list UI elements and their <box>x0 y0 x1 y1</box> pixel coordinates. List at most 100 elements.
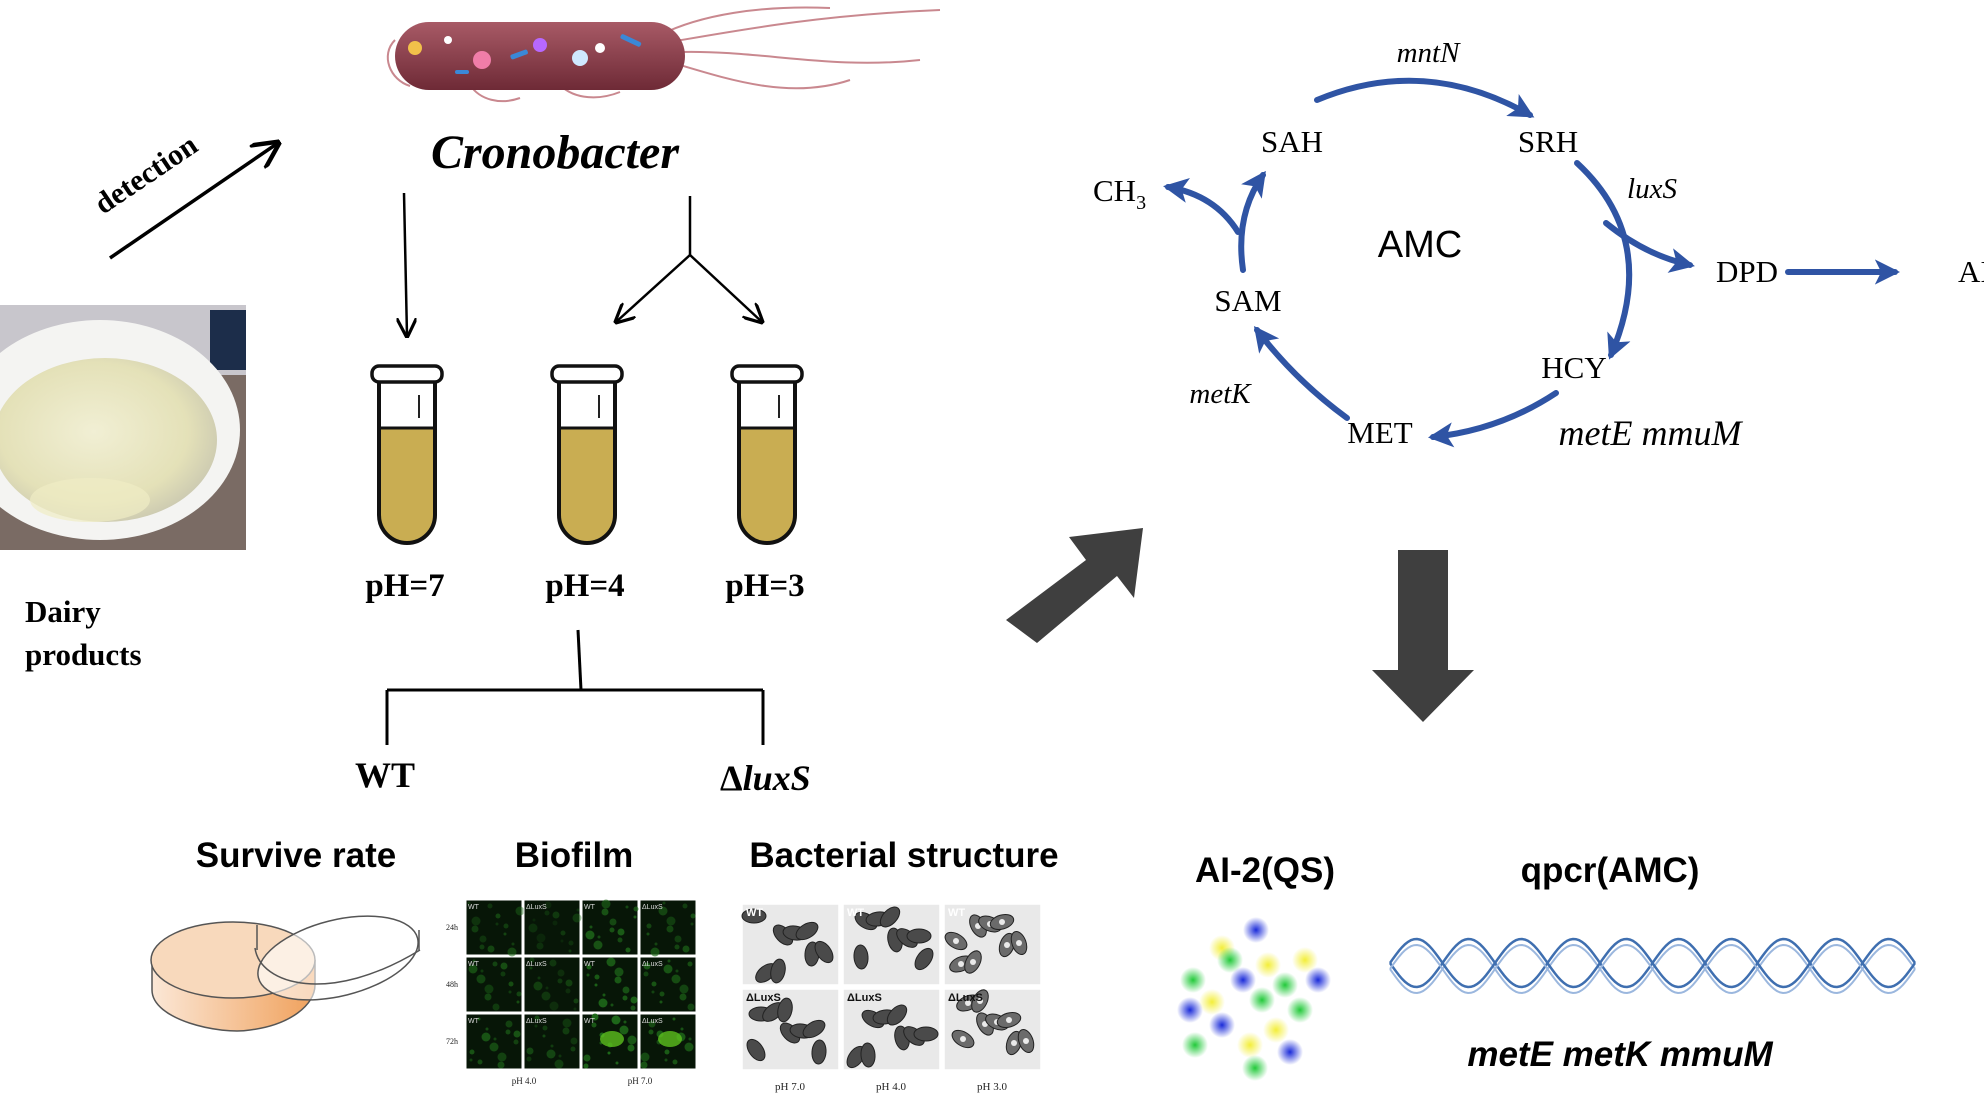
test-tube-3 <box>730 364 804 545</box>
wt-label: WT <box>355 755 415 795</box>
dairy-label-line2: products <box>25 637 142 672</box>
qpcr-amc-title: qpcr(AMC) <box>1521 851 1700 890</box>
biofilm-cell: WT <box>581 956 639 1013</box>
biofilm-cell: WT <box>581 899 639 956</box>
node-sam: SAM <box>1214 283 1281 318</box>
structure-cell-label: ΔLuxS <box>948 992 983 1004</box>
ai2-dot <box>1230 967 1256 993</box>
biofilm-cell-label: WT <box>468 904 480 911</box>
ai2-dot <box>1287 997 1313 1023</box>
ai2-dot <box>1242 1055 1268 1081</box>
structure-cell: WT <box>943 903 1042 986</box>
biofilm-cell-label: WT <box>584 961 596 968</box>
structure-cell: WT <box>741 903 840 986</box>
structure-cell-label: WT <box>746 907 763 919</box>
structure-ph-label: pH 3.0 <box>977 1081 1007 1093</box>
arrow-to-ph7 <box>404 192 407 336</box>
biofilm-cell-label: ΔLuxS <box>526 961 547 968</box>
ai2-dot <box>1255 952 1281 978</box>
ai2-dot <box>1217 947 1243 973</box>
ai2-dot <box>1199 989 1225 1015</box>
structure-cell: WT <box>842 903 941 986</box>
biofilm-cell-label: ΔLuxS <box>526 904 547 911</box>
node-ai2: AI-2 <box>1958 254 1984 289</box>
structure-cell: ΔLuxS <box>842 988 941 1071</box>
biofilm-cell-label: ΔLuxS <box>526 1018 547 1025</box>
ai2-qs-title: AI-2(QS) <box>1195 851 1335 890</box>
cronobacter-bacterium-icon <box>386 6 941 103</box>
biofilm-cell-label: WT <box>468 1018 480 1025</box>
arrow-to-ph3 <box>689 254 762 322</box>
ai2-dot <box>1292 947 1318 973</box>
biofilm-cell-label: ΔLuxS <box>642 904 663 911</box>
structure-cell-label: ΔLuxS <box>746 992 781 1004</box>
petri-dish-icon <box>150 915 421 1032</box>
biofilm-row-label: 24h <box>446 923 458 932</box>
structure-cell-label: WT <box>948 907 965 919</box>
biofilm-cell: WT <box>465 956 523 1013</box>
node-dpd: DPD <box>1716 254 1778 289</box>
ai2-dot <box>1243 917 1269 943</box>
biofilm-cell: ΔLuxS <box>523 1013 581 1070</box>
arrow-sam-sah <box>1238 170 1266 273</box>
luxs-mutant-label: ΔluxS <box>720 758 811 798</box>
node-ch3: CH3 <box>1093 173 1146 214</box>
ai2-dot <box>1237 1032 1263 1058</box>
ch3-base: CH <box>1093 173 1136 208</box>
dna-helix-icon <box>1388 937 1917 995</box>
test-tubes <box>370 364 804 545</box>
biofilm-row-label: 48h <box>446 980 458 989</box>
dna-strand <box>1388 937 1917 989</box>
ph3-label: pH=3 <box>725 568 804 604</box>
biofilm-row-label: 72h <box>446 1037 458 1046</box>
bacterial-structure-image-grid: WT WT WT ΔLuxS ΔLuxS ΔLuxS pH 7.0 pH 4.0 pH 3.0 <box>741 903 1042 1093</box>
ai2-dot <box>1272 972 1298 998</box>
test-tube-2 <box>550 364 624 545</box>
ai2-dot <box>1180 967 1206 993</box>
ph7-label: pH=7 <box>365 568 444 604</box>
detection-arrow <box>109 143 278 260</box>
ph4-label: pH=4 <box>545 568 624 604</box>
biofilm-title: Biofilm <box>515 836 634 875</box>
delta-symbol: Δ <box>720 758 743 798</box>
ch3-subscript: 3 <box>1136 192 1146 214</box>
dairy-products-photo <box>0 305 246 550</box>
gene-mete-mmum: metE mmuM <box>1559 413 1744 453</box>
dna-strand <box>1389 943 1916 995</box>
structure-ph-label: pH 7.0 <box>775 1081 805 1093</box>
node-sah: SAH <box>1261 124 1323 159</box>
ai2-dot <box>1182 1032 1208 1058</box>
ai2-dot <box>1249 987 1275 1013</box>
amc-cycle <box>1163 77 1901 448</box>
survive-rate-title: Survive rate <box>196 836 396 875</box>
biofilm-cell: WT <box>465 899 525 957</box>
ai2-dot <box>1263 1017 1289 1043</box>
bacterial-structure-title: Bacterial structure <box>749 836 1058 875</box>
test-tube-1 <box>370 364 444 545</box>
amc-center-label: AMC <box>1378 224 1462 266</box>
arrow-srh-hcy <box>1574 160 1633 360</box>
arrow-to-ph4 <box>616 254 691 322</box>
biofilm-cell-label: ΔLuxS <box>642 961 663 968</box>
structure-cell: ΔLuxS <box>943 988 1042 1071</box>
biofilm-cell: ΔLuxS <box>639 956 697 1013</box>
structure-cell-label: ΔLuxS <box>847 992 882 1004</box>
biofilm-cell: ΔLuxS <box>523 956 581 1013</box>
gene-metk: metK <box>1189 378 1252 410</box>
big-arrow-down <box>1372 550 1474 722</box>
dairy-label-line1: Dairy <box>25 594 101 629</box>
biofilm-ph-label: pH 7.0 <box>628 1076 653 1086</box>
biofilm-cell: WT <box>581 1013 639 1070</box>
structure-ph-label: pH 4.0 <box>876 1081 906 1093</box>
arrow-to-dpd <box>1603 220 1695 273</box>
biofilm-cell: ΔLuxS <box>639 1013 697 1070</box>
qpcr-genes-label: metE metK mmuM <box>1467 1035 1773 1074</box>
gene-mntn: mntN <box>1397 37 1462 69</box>
gene-luxs: luxS <box>1627 173 1677 205</box>
node-met: MET <box>1347 415 1413 450</box>
arrow-hcy-met <box>1427 390 1559 448</box>
ai2-dot <box>1177 997 1203 1023</box>
node-hcy: HCY <box>1541 350 1606 385</box>
